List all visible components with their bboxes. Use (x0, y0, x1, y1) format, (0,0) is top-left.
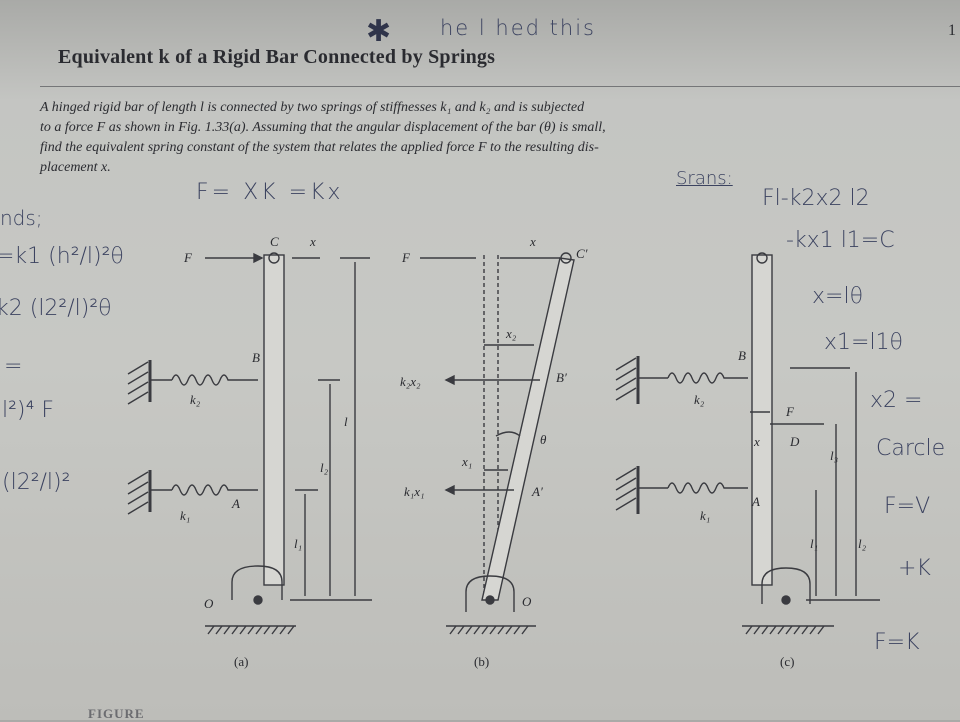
label-k2x2-b: k₂x₂ (400, 374, 421, 389)
label-A-a: A (231, 496, 240, 511)
problem-line: to a force F as shown in Fig. 1.33(a). A… (40, 120, 606, 135)
label-l3-c: l₃ (830, 448, 838, 463)
joint-top-c (756, 252, 768, 264)
spring-k1-a (171, 484, 258, 496)
label-k1x1-b: k₁x₁ (404, 484, 425, 499)
label-F-c: F (785, 404, 795, 419)
label-x2-b: x₂ (505, 326, 517, 341)
k1x1-arrowhead-b (444, 484, 455, 496)
ground-hatch-a (207, 625, 295, 635)
left-note-5: l²)⁴ F (2, 398, 54, 423)
theta-arc-b (495, 431, 521, 437)
label-l-a: l (344, 414, 348, 429)
left-note-4: = (4, 354, 23, 379)
label-B-b: B′ (556, 370, 567, 385)
figure-c (615, 252, 880, 635)
figure-b (420, 252, 575, 635)
wall-hatch-a-c (615, 467, 637, 511)
handwritten-srans-label: Srans: (676, 168, 733, 189)
right-note-7: F=V (884, 494, 931, 519)
right-note-9: F=K (874, 630, 920, 655)
left-note-6: (l2²/l)² (2, 470, 71, 495)
caption-b: (b) (474, 654, 489, 669)
ground-hatch-c (745, 625, 825, 635)
label-x-c: x (753, 434, 760, 449)
label-l2-c: l₂ (858, 536, 867, 551)
label-F-a: F (183, 250, 193, 265)
left-note-2: =k1 (h²/l)²θ (0, 244, 124, 269)
star-mark: ✱ (366, 14, 392, 49)
right-note-8: +K (898, 556, 931, 581)
k2x2-arrowhead-b (444, 374, 455, 386)
label-k1-c: k₁ (700, 508, 710, 523)
caption-a: (a) (234, 654, 248, 669)
label-B-a: B (252, 350, 260, 365)
pin-o-b (485, 595, 495, 605)
section-title: Equivalent k of a Rigid Bar Connected by… (58, 46, 496, 68)
hinge-a (231, 565, 283, 600)
right-note-4: x1=l1θ (824, 330, 904, 355)
page-number: 1 (948, 22, 956, 39)
label-l1-c: l₁ (810, 536, 818, 551)
label-F-b: F (401, 250, 411, 265)
problem-line: A hinged rigid bar of length l is connec… (40, 100, 585, 115)
pin-o-a (253, 595, 263, 605)
spring-k2-a (171, 374, 258, 386)
rigid-bar-c (751, 254, 773, 586)
label-O-a: O (204, 596, 214, 611)
wall-hatch-a-a (127, 471, 149, 515)
joint-c-a (268, 252, 280, 264)
pin-c (781, 595, 791, 605)
handwritten-force-equation: F= XK =Kx (196, 180, 344, 205)
rigid-bar-a (263, 254, 285, 586)
caption-c: (c) (780, 654, 794, 669)
label-l1-a: l₁ (294, 536, 302, 551)
ground-hatch-b (449, 625, 529, 635)
joint-c-b (560, 252, 572, 264)
label-k1-a: k₁ (180, 508, 190, 523)
label-C-a: C (270, 234, 279, 249)
figure-a (127, 252, 372, 635)
right-note-6: Carcle (876, 436, 946, 461)
problem-line: find the equivalent spring constant of t… (40, 140, 599, 155)
left-note-1: nds; (0, 206, 43, 230)
figure-heading-cutoff: FIGURE (88, 706, 145, 721)
handwritten-top-note: he l hed this (440, 16, 596, 40)
wall-hatch-b-a (127, 361, 149, 405)
right-note-1: Fl-k2x2 l2 (762, 186, 870, 211)
spring-k2-c (667, 372, 748, 384)
force-arrowhead-a (253, 252, 264, 264)
label-x-a: x (309, 234, 316, 249)
spring-k1-c (667, 482, 748, 494)
title-rule (40, 86, 960, 87)
rotated-bar-b (481, 257, 575, 601)
label-A-c: A (751, 494, 760, 509)
label-k2-c: k₂ (694, 392, 705, 407)
problem-statement: A hinged rigid bar of length l is connec… (40, 98, 945, 178)
hinge-b (465, 575, 515, 612)
label-A-b: A′ (531, 484, 543, 499)
label-B-c: B (738, 348, 746, 363)
label-C-b: C′ (576, 246, 588, 261)
left-note-3: k2 (l2²/l)²θ (0, 296, 112, 321)
hinge-c (761, 567, 811, 604)
label-theta-b: θ (540, 432, 547, 447)
right-note-5: x2 = (870, 388, 923, 413)
label-O-b: O (522, 594, 532, 609)
label-k2-a: k₂ (190, 392, 201, 407)
problem-line: placement x. (40, 160, 111, 175)
right-note-2: -kx1 l1=C (786, 228, 895, 253)
label-D-c: D (789, 434, 800, 449)
wall-hatch-b-c (615, 357, 637, 401)
label-x-b: x (529, 234, 536, 249)
label-x1-b: x₁ (461, 454, 472, 469)
label-l2-a: l₂ (320, 460, 329, 475)
right-note-3: x=lθ (812, 284, 864, 309)
